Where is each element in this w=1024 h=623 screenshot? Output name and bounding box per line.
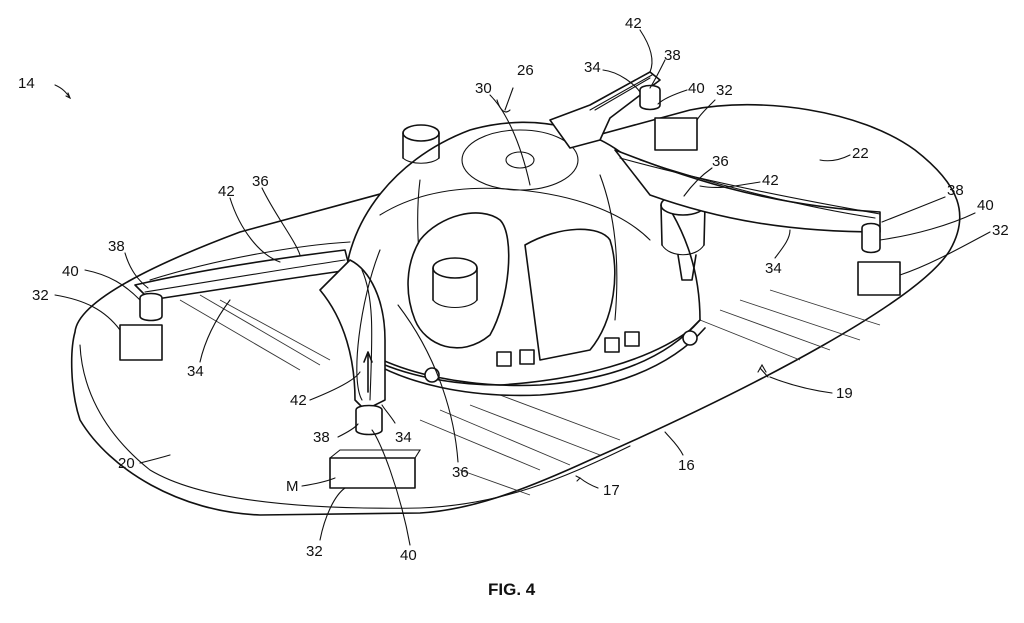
ref-36-front: 36 (452, 464, 469, 481)
ref-32-left: 32 (32, 287, 49, 304)
ref-40-right: 40 (977, 197, 994, 214)
figure-caption: FIG. 4 (488, 580, 536, 599)
ref-20: 20 (118, 455, 135, 472)
ref-17: 17 (603, 482, 620, 499)
ref-40-front: 40 (400, 547, 417, 564)
ref-38-front: 38 (313, 429, 330, 446)
ref-19: 19 (836, 385, 853, 402)
drone-dome (343, 121, 706, 397)
arm-top (549, 71, 661, 149)
ref-M: M (286, 478, 299, 495)
arm-left (134, 249, 351, 322)
ref-34-right: 34 (765, 260, 782, 277)
ref-38-right: 38 (947, 182, 964, 199)
arm-right (614, 149, 881, 254)
ref-30: 30 (475, 80, 492, 97)
ref-38-top: 38 (664, 47, 681, 64)
ref-32-top: 32 (716, 82, 733, 99)
ref-42-front: 42 (290, 392, 307, 409)
ref-14: 14 (18, 75, 35, 92)
ref-32-right: 32 (992, 222, 1009, 239)
ref-32-front: 32 (306, 543, 323, 560)
rim-tabs (424, 330, 698, 383)
ref-36-left: 36 (252, 173, 269, 190)
ref-42-top: 42 (625, 15, 642, 32)
ref-34-top: 34 (584, 59, 601, 76)
ref-22: 22 (852, 145, 869, 162)
pad-shading (179, 289, 881, 496)
ref-36-right: 36 (712, 153, 729, 170)
reference-numerals: 14 26 30 42 38 34 40 32 22 36 42 38 40 3… (18, 15, 1009, 564)
ref-38-left: 38 (108, 238, 125, 255)
ref-16: 16 (678, 457, 695, 474)
ref-42-right: 42 (762, 172, 779, 189)
leader-lines (54, 29, 991, 546)
ref-40-top: 40 (688, 80, 705, 97)
antenna-wires (149, 74, 881, 401)
ref-40-left: 40 (62, 263, 79, 280)
ref-34-left: 34 (187, 363, 204, 380)
ref-26: 26 (517, 62, 534, 79)
ref-34-front: 34 (395, 429, 412, 446)
ref-42-left: 42 (218, 183, 235, 200)
